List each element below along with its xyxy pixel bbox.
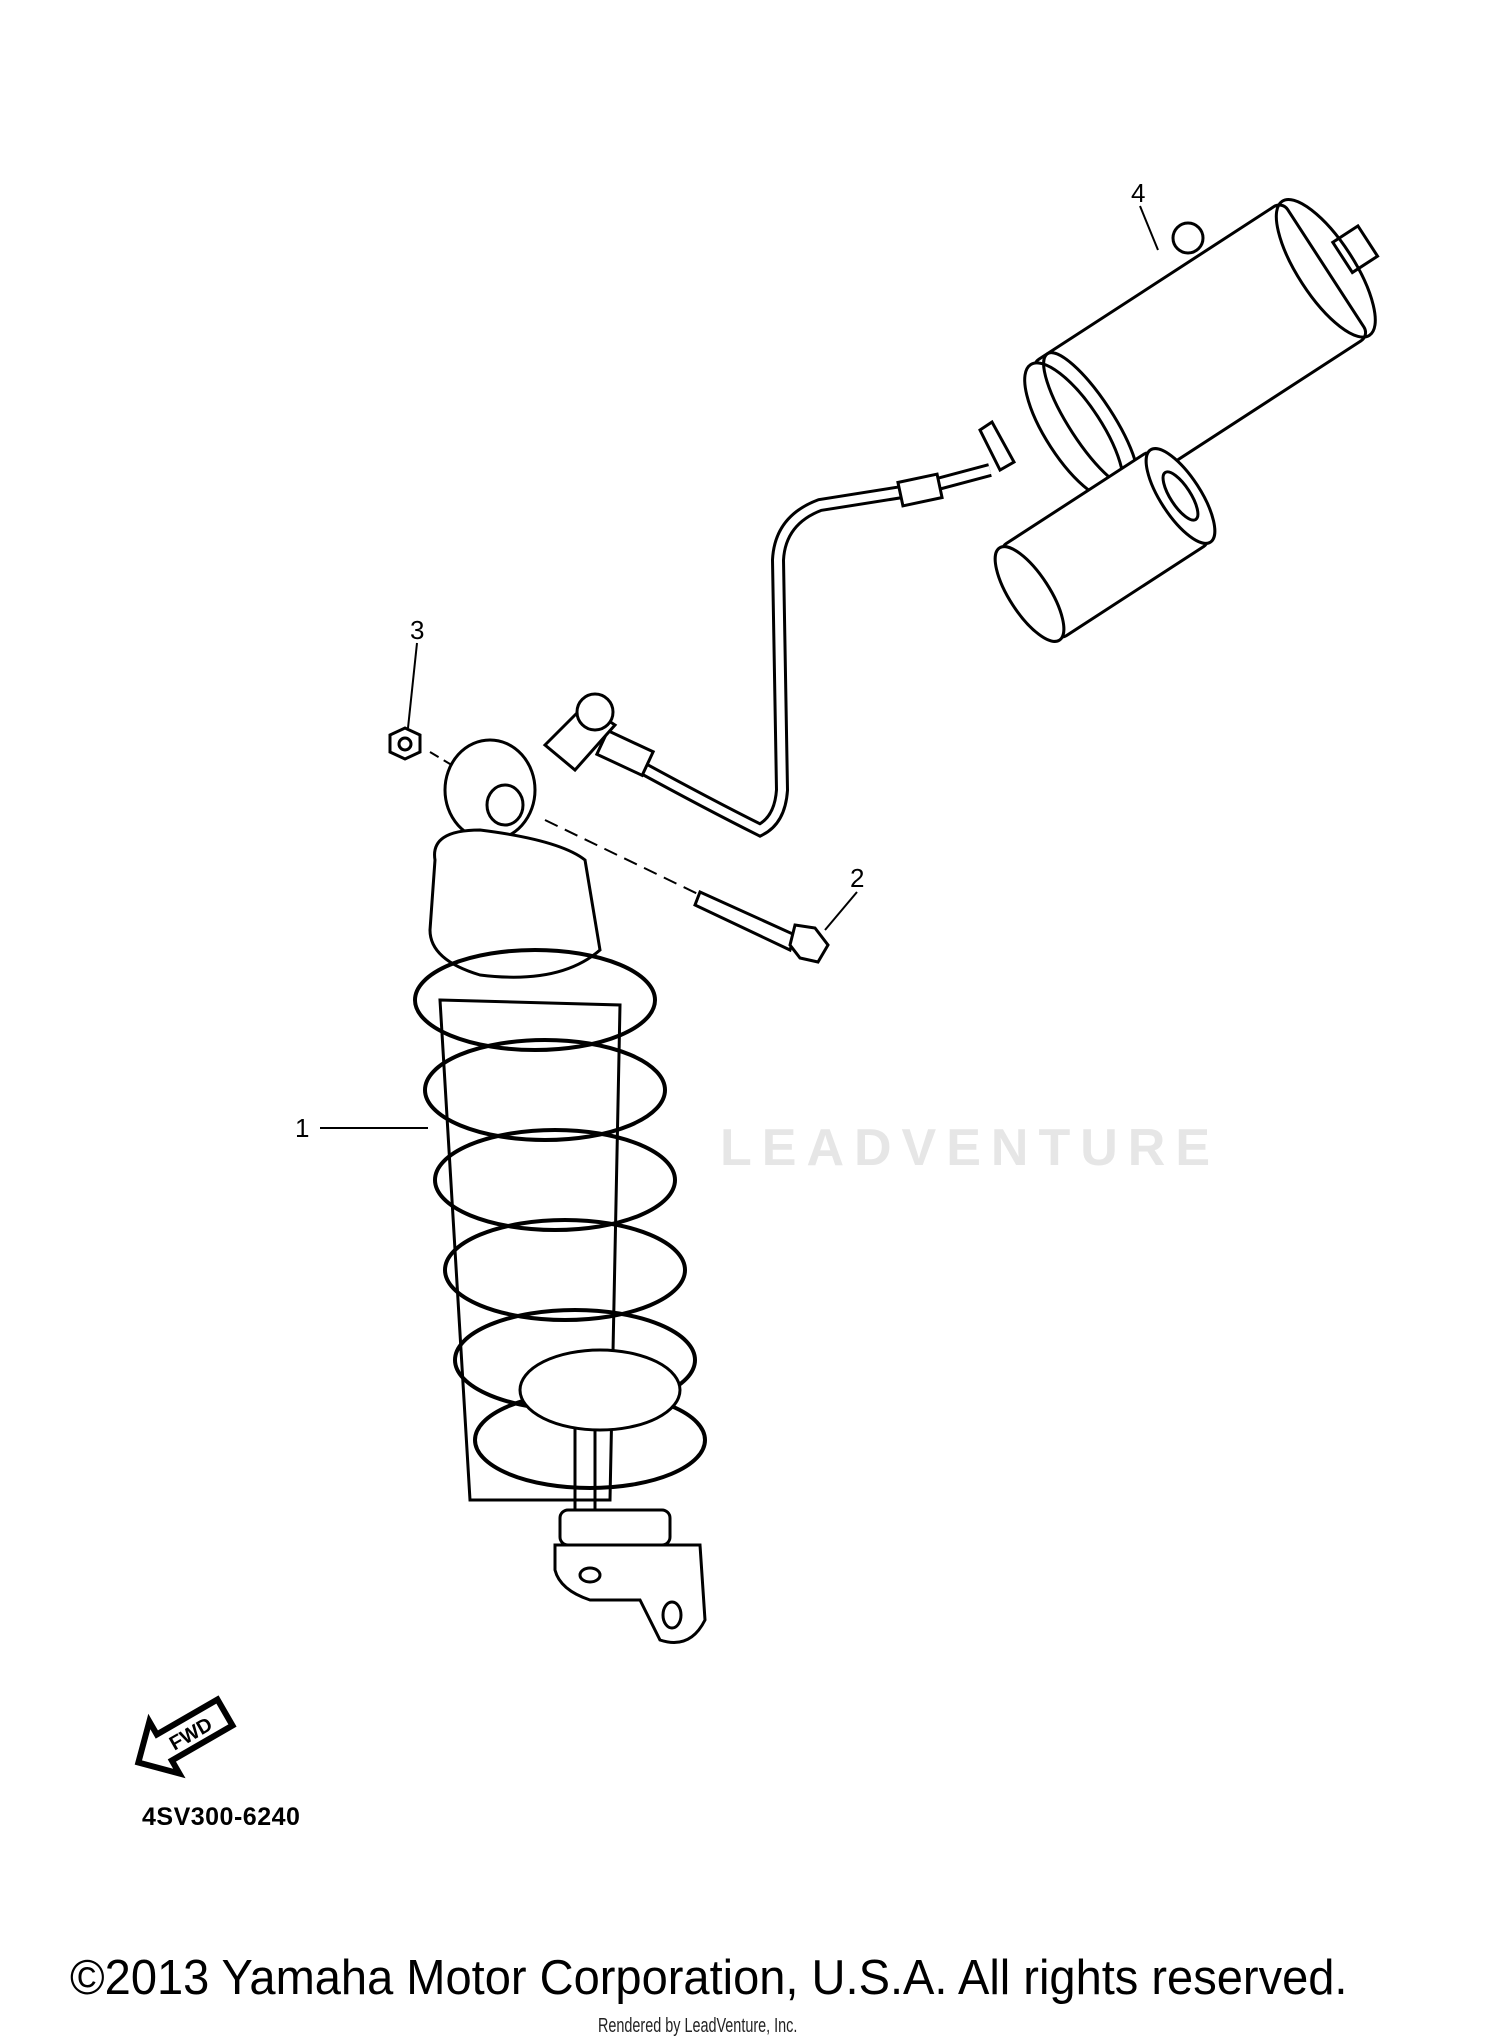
leader-line-2 (824, 891, 858, 931)
leader-line-3 (407, 642, 418, 729)
callout-1: 1 (295, 1113, 310, 1143)
leader-line-4 (1139, 205, 1159, 251)
callout-3: 3 (410, 615, 425, 645)
watermark: LEADVENTURE (720, 1119, 1221, 1177)
callout-4: 4 (1131, 178, 1146, 208)
hose (542, 463, 992, 838)
copyright-notice: ©2013 Yamaha Motor Corporation, U.S.A. A… (70, 1951, 1348, 2005)
shock-absorber (413, 738, 707, 1644)
part-code: 4SV300-6240 (142, 1803, 301, 1831)
callout-2: 2 (850, 863, 865, 893)
nut (388, 726, 461, 771)
reservoir-assembly (978, 197, 1380, 643)
bolt (544, 819, 830, 964)
fwd-arrow-icon: FWD (134, 1695, 237, 1779)
rendered-by-notice: Rendered by LeadVenture, Inc. (598, 2015, 798, 2037)
